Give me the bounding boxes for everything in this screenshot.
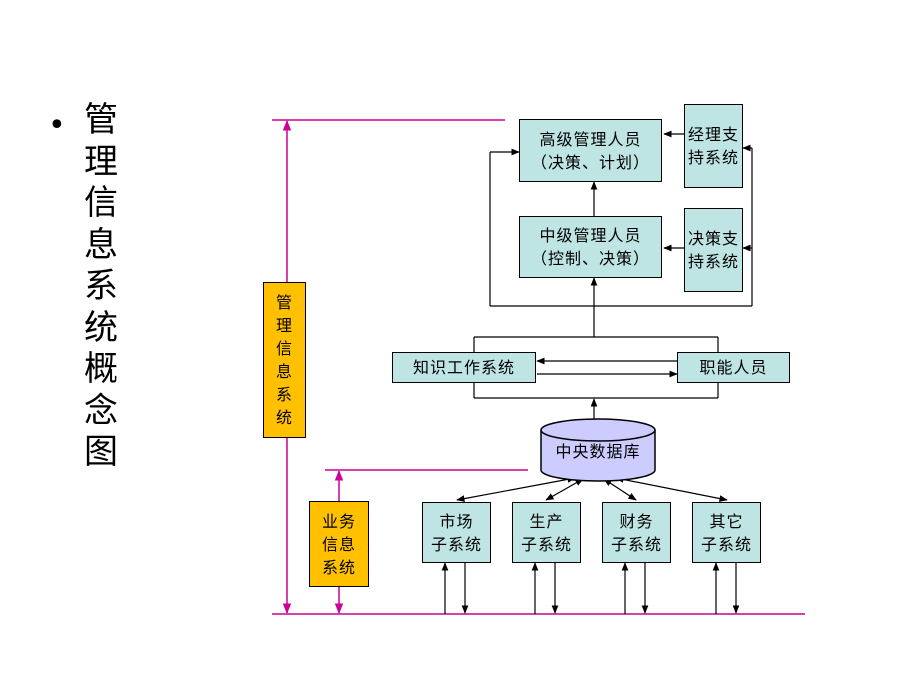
tps-label-line2: 信息	[321, 534, 356, 554]
knowledge-work-system-label: 知识工作系统	[412, 358, 515, 377]
mis-label: 管理信息系统	[275, 293, 293, 427]
subsystem-name: 其它	[709, 511, 744, 531]
arrow-other-db	[615, 476, 728, 502]
tps-label-line1: 业务	[321, 511, 356, 531]
senior-management-box: 高级管理人员 （决策、计划）	[519, 119, 662, 182]
finance-subsystem-box: 财务 子系统	[602, 502, 671, 563]
arrow-production-db	[545, 478, 584, 501]
knowledge-work-system-box: 知识工作系统	[392, 352, 536, 383]
tps-label-line3: 系统	[321, 557, 356, 577]
central-database-cylinder	[540, 418, 656, 482]
functional-staff-box: 职能人员	[677, 352, 790, 383]
senior-management-title: 高级管理人员	[539, 129, 642, 149]
subsystem-name: 生产	[529, 511, 564, 531]
marketing-subsystem-box: 市场 子系统	[422, 502, 491, 563]
mis-label-box: 管理信息系统	[263, 282, 306, 438]
decision-support-system-label: 决策支持系统	[687, 229, 739, 271]
subsystem-suffix: 子系统	[700, 534, 752, 554]
middle-management-role: （控制、决策）	[530, 249, 650, 268]
arrow-market-db	[456, 476, 576, 502]
decision-support-system-box: 决策支持系统	[684, 208, 743, 292]
connector-lines	[441, 130, 753, 614]
executive-support-system-box: 经理支持系统	[684, 104, 743, 188]
subsystem-suffix: 子系统	[610, 534, 662, 554]
senior-management-role: （决策、计划）	[530, 152, 650, 172]
subsystem-suffix: 子系统	[520, 534, 572, 554]
subsystem-name: 市场	[439, 511, 474, 531]
functional-staff-label: 职能人员	[699, 358, 768, 377]
title-bullet: •	[48, 108, 66, 143]
slide-title: 管理信息系统概念图	[84, 100, 118, 472]
middle-management-title: 中级管理人员	[539, 226, 642, 245]
tps-label-box: 业务 信息 系统	[309, 501, 369, 587]
middle-management-box: 中级管理人员 （控制、决策）	[519, 216, 662, 278]
executive-support-system-label: 经理支持系统	[687, 125, 739, 167]
central-database-label: 中央数据库	[555, 442, 641, 461]
arrow-finance-db	[603, 478, 637, 501]
production-subsystem-box: 生产 子系统	[512, 502, 581, 563]
subsystem-name: 财务	[619, 511, 654, 531]
other-subsystem-box: 其它 子系统	[692, 502, 761, 563]
subsystem-suffix: 子系统	[430, 534, 482, 554]
